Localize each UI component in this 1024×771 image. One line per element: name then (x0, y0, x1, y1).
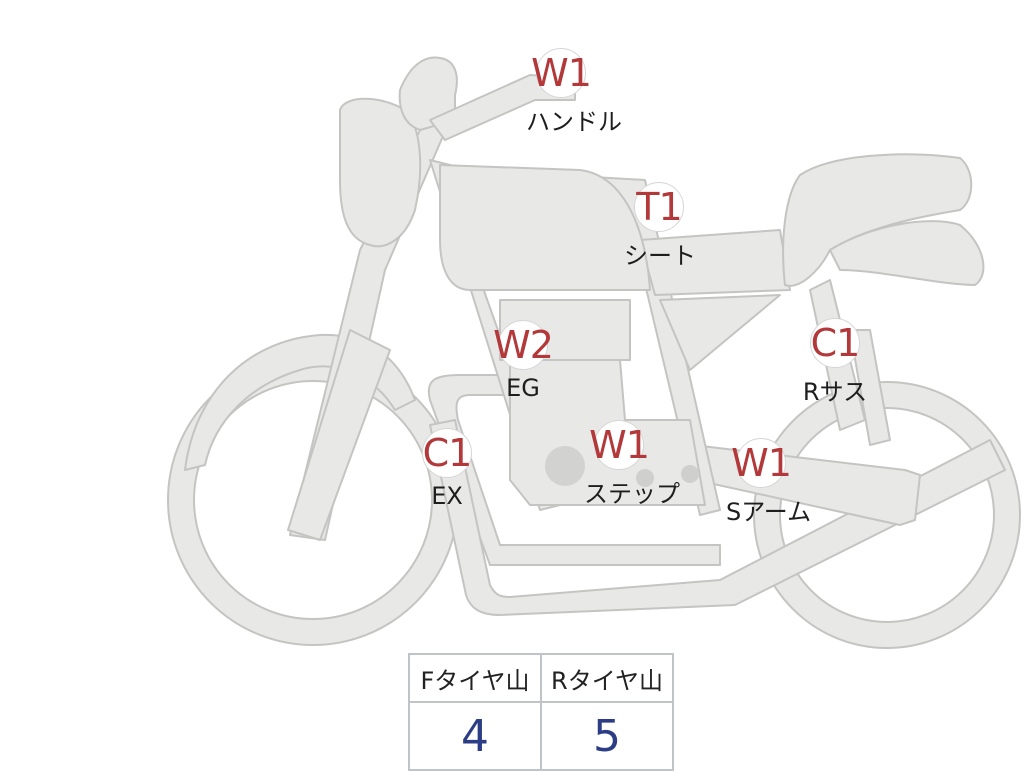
exhaust-pipe (427, 374, 721, 566)
part-label: EX (431, 482, 463, 510)
condition-badge: T1 (634, 182, 684, 232)
condition-badge: C1 (422, 428, 472, 478)
seat (782, 153, 973, 287)
callout-seat: T1 シート (624, 182, 696, 271)
condition-badge: W2 (493, 320, 554, 370)
table-header-row: Fタイヤ山 Rタイヤ山 (408, 653, 674, 703)
rear-tire-header: Rタイヤ山 (540, 653, 674, 703)
callout-swing-arm: W1 Sアーム (726, 438, 812, 527)
part-label: EG (506, 374, 540, 402)
condition-badge: W1 (589, 420, 650, 470)
fuel-tank (439, 164, 651, 291)
callout-step: W1 ステップ (584, 420, 680, 509)
callout-engine: W2 EG (488, 320, 558, 402)
part-label: シート (624, 242, 696, 270)
callout-handle: W1 ハンドル (526, 48, 622, 137)
condition-badge: W1 (731, 438, 792, 488)
headlight (339, 97, 422, 248)
front-tire-value: 4 (408, 701, 542, 771)
tire-tread-table: Fタイヤ山 Rタイヤ山 4 5 (408, 653, 674, 771)
rear-wheel (754, 382, 1020, 648)
condition-badge: W1 (531, 48, 592, 98)
rear-tire-value: 5 (540, 701, 674, 771)
table-row: 4 5 (408, 701, 674, 771)
front-tire-header: Fタイヤ山 (408, 653, 542, 703)
handlebar (398, 56, 458, 131)
rear-shock (849, 329, 891, 446)
part-label: Rサス (802, 378, 868, 406)
callout-rear-suspension: C1 Rサス (800, 318, 870, 407)
part-label: ステップ (584, 480, 680, 508)
callout-exhaust: C1 EX (412, 428, 482, 510)
condition-badge: C1 (810, 318, 860, 368)
part-label: ハンドル (526, 108, 622, 136)
part-label: Sアーム (726, 498, 812, 526)
